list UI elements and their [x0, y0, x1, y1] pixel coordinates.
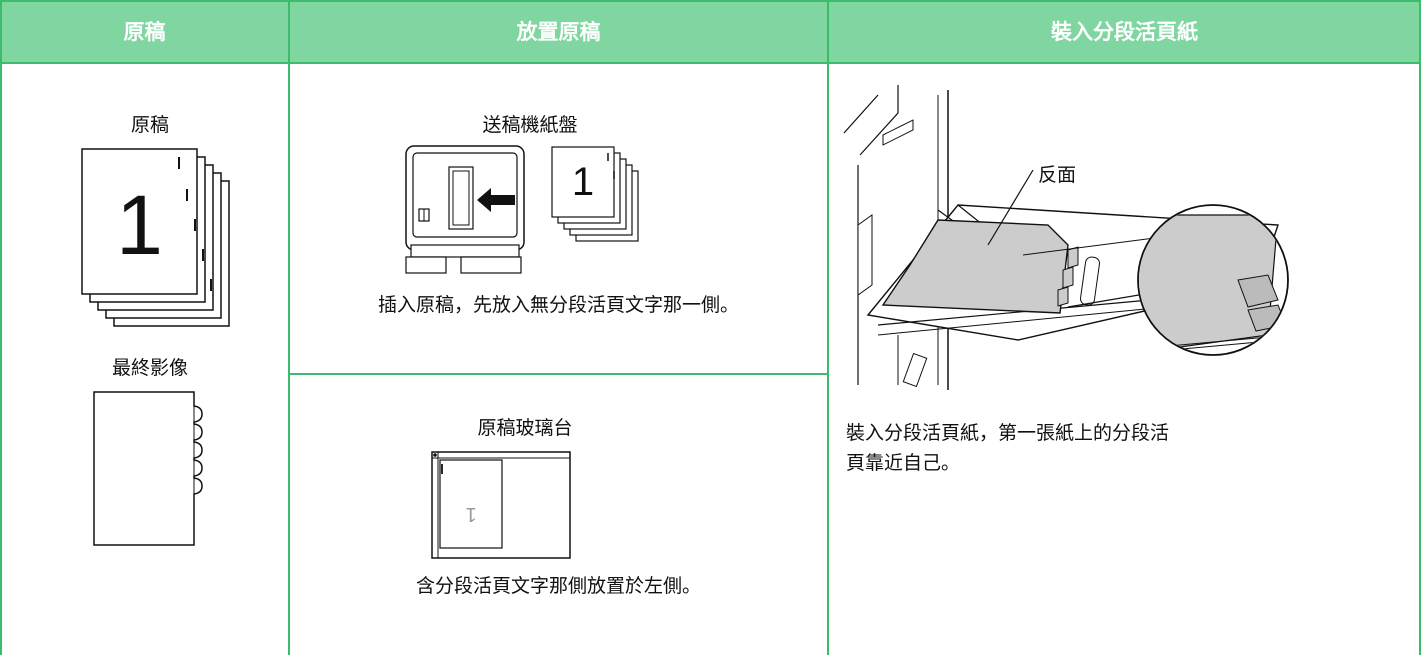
final-image-label: 最終影像 — [111, 357, 188, 379]
row-divider — [289, 373, 828, 375]
load-caption-line1: 裝入分段活頁紙，第一張紙上的分段活 — [846, 422, 1170, 444]
column-divider-1 — [288, 0, 290, 655]
header-place-original-label: 放置原稿 — [516, 20, 601, 44]
header-original-label: 原稿 — [123, 20, 166, 44]
header-bottom-border — [0, 62, 1421, 64]
table-left-border — [0, 0, 2, 655]
feeder-page-number: 1 — [571, 160, 595, 204]
feeder-originals-stack-illustration — [551, 146, 639, 242]
table-right-border — [1419, 0, 1421, 655]
original-stack-illustration — [81, 148, 230, 327]
feeder-tray-label: 送稿機紙盤 — [482, 114, 578, 136]
header-place-original: 放置原稿 — [289, 0, 828, 62]
column-divider-2 — [827, 0, 829, 655]
header-original: 原稿 — [0, 0, 289, 62]
feeder-caption: 插入原稿，先放入無分段活頁文字那一側。 — [377, 294, 739, 316]
glass-caption: 含分段活頁文字那側放置於左側。 — [415, 575, 701, 597]
reverse-side-label: 反面 — [1038, 164, 1077, 186]
header-load-tab-paper-label: 裝入分段活頁紙 — [1051, 20, 1198, 44]
original-page-number: 1 — [116, 178, 163, 272]
bypass-tray-illustration — [843, 85, 1289, 390]
final-image-illustration — [93, 391, 203, 546]
document-feeder-illustration — [405, 145, 525, 274]
glass-page-number: 1 — [465, 503, 477, 525]
load-caption-line2: 頁靠近自己。 — [846, 452, 961, 474]
header-load-tab-paper: 裝入分段活頁紙 — [828, 0, 1421, 62]
table-top-border — [0, 0, 1421, 2]
original-label: 原稿 — [130, 114, 169, 136]
document-glass-label: 原稿玻璃台 — [477, 417, 573, 439]
document-glass-illustration — [431, 451, 571, 559]
